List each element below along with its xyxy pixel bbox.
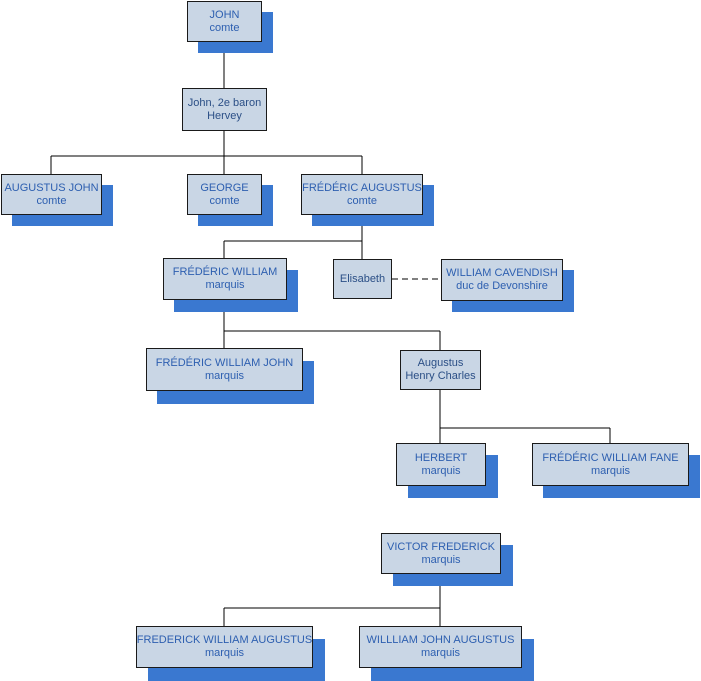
node-box: JOHN comte: [187, 1, 262, 42]
node-box: FRÉDÉRIC WILLIAM JOHN marquis: [146, 348, 303, 391]
node-title: FRÉDÉRIC WILLIAM JOHN: [155, 356, 294, 369]
node-subtitle: marquis: [590, 464, 631, 477]
node-box: FRÉDÉRIC WILLIAM marquis: [163, 258, 287, 300]
node-subtitle: marquis: [420, 647, 461, 659]
node-box: WILLIAM CAVENDISH duc de Devonshire: [441, 259, 563, 301]
node-title: GEORGE: [200, 181, 249, 194]
node-title: Elisabeth: [339, 272, 386, 285]
node-box: AUGUSTUS JOHN comte: [1, 174, 102, 215]
node-subtitle: marquis: [421, 553, 461, 566]
node-subtitle: marquis: [205, 279, 245, 291]
node-subtitle: marquis: [421, 464, 461, 477]
node-title: FRÉDÉRIC WILLIAM FANE: [542, 451, 679, 464]
node-subtitle: comte: [36, 194, 67, 207]
node-subtitle: marquis: [204, 369, 245, 382]
node-title: John, 2e baron: [187, 96, 262, 109]
node-box: GEORGE comte: [187, 174, 262, 215]
node-subtitle: comte: [209, 21, 240, 34]
node-title: HERBERT: [414, 451, 468, 464]
node-subtitle: Hervey: [207, 109, 242, 122]
node-subtitle: duc de Devonshire: [456, 280, 548, 292]
node-title: WILLIAM CAVENDISH: [446, 267, 558, 279]
node-box: John, 2e baron Hervey: [182, 88, 267, 131]
node-title: JOHN: [209, 8, 240, 21]
node-subtitle: comte: [209, 194, 240, 207]
node-title: FRÉDÉRIC WILLIAM: [172, 266, 278, 278]
node-box: FRÉDÉRIC WILLIAM FANE marquis: [532, 443, 689, 486]
node-title: Augustus: [417, 357, 464, 369]
node-title: WILLLIAM JOHN AUGUSTUS: [366, 634, 515, 646]
node-box: Augustus Henry Charles: [400, 350, 481, 390]
node-title: AUGUSTUS JOHN: [4, 181, 99, 194]
node-box: VICTOR FREDERICK marquis: [381, 533, 501, 574]
node-subtitle: Henry Charles: [405, 370, 476, 382]
node-box: FRÉDÉRIC AUGUSTUS comte: [301, 174, 423, 215]
node-title: FRÉDÉRIC AUGUSTUS: [302, 181, 422, 194]
node-box: HERBERT marquis: [396, 443, 486, 486]
node-box: WILLLIAM JOHN AUGUSTUS marquis: [359, 626, 522, 668]
node-subtitle: marquis: [204, 647, 245, 659]
node-title: VICTOR FREDERICK: [387, 540, 495, 553]
node-box: Elisabeth: [333, 259, 392, 299]
node-title: FREDERICK WILLIAM AUGUSTUS: [136, 634, 313, 646]
node-box: FREDERICK WILLIAM AUGUSTUS marquis: [136, 626, 313, 668]
node-subtitle: comte: [347, 194, 377, 207]
